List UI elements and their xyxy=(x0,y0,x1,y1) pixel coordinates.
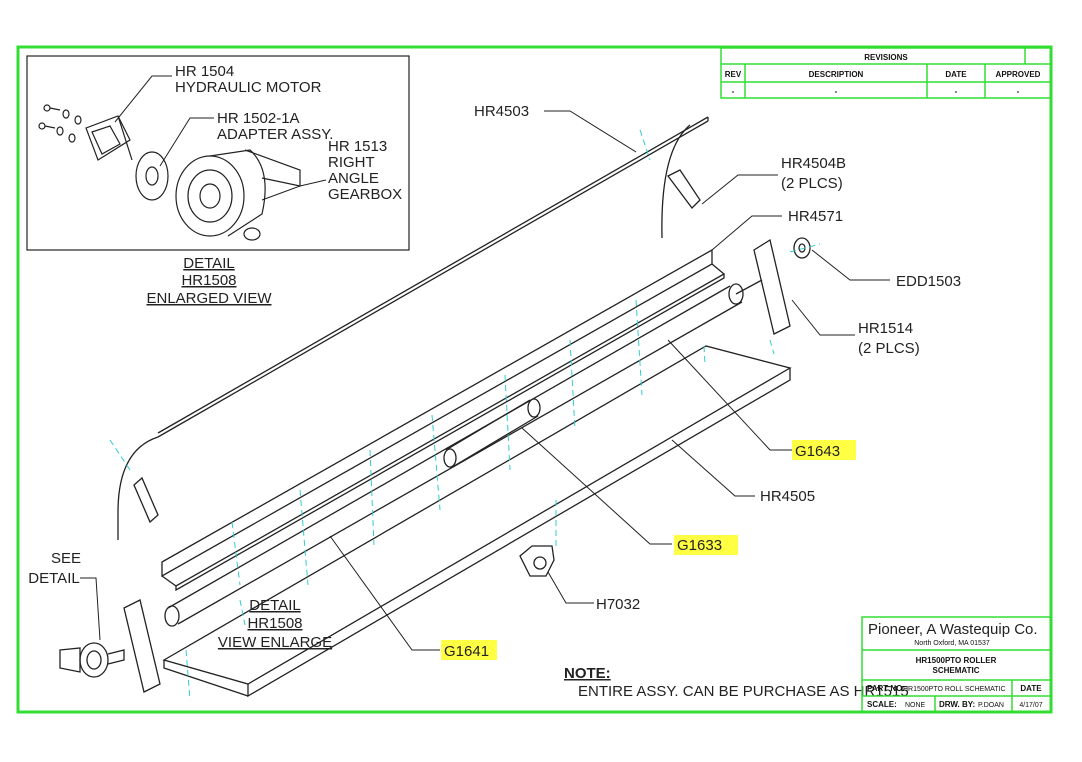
approved-header: APPROVED xyxy=(996,70,1041,79)
see-detail-2: DETAIL xyxy=(28,570,79,587)
gearbox-part: HR 1513 xyxy=(328,138,387,155)
centerlines xyxy=(109,129,821,701)
adapter-part: HR 1502-1A xyxy=(217,110,300,127)
date-value: 4/17/07 xyxy=(1019,702,1042,709)
drawn-by-value: P.DOAN xyxy=(978,702,1004,709)
gearbox-line2: ANGLE xyxy=(328,170,379,187)
gearbox-line3: GEARBOX xyxy=(328,186,402,203)
approved-cell: - xyxy=(1017,87,1020,96)
company-name: Pioneer, A Wastequip Co. xyxy=(868,621,1038,638)
title-block xyxy=(861,616,1052,713)
drawing-title-1: HR1500PTO ROLLER xyxy=(916,656,997,665)
rev-header: REV xyxy=(725,70,742,79)
main-assembly xyxy=(59,116,811,698)
detail2-caption-2: HR1508 xyxy=(247,615,302,632)
date-cell: - xyxy=(955,87,958,96)
scale-label: SCALE: xyxy=(867,700,897,709)
callout-hr4505: HR4505 xyxy=(760,488,815,505)
gearbox-line1: RIGHT xyxy=(328,154,375,171)
callout-leaders xyxy=(80,110,890,651)
description-cell: - xyxy=(835,87,838,96)
revisions-block xyxy=(720,47,1052,99)
callout-hr1514: HR1514 xyxy=(858,320,913,337)
detail-box xyxy=(26,55,410,251)
part-no-value: HR1500PTO ROLL SCHEMATIC xyxy=(903,686,1006,693)
g1643-highlight xyxy=(792,440,856,460)
detail-leaders xyxy=(114,75,327,201)
callout-h7032: H7032 xyxy=(596,596,640,613)
date-header: DATE xyxy=(945,70,967,79)
detail-drawing xyxy=(38,104,301,241)
note-text: ENTIRE ASSY. CAN BE PURCHASE AS HR1515 xyxy=(578,683,909,700)
motor-part: HR 1504 xyxy=(175,63,234,80)
scale-value: NONE xyxy=(905,702,926,709)
note-title: NOTE: xyxy=(564,665,611,682)
company-address: North Oxford, MA 01537 xyxy=(914,640,990,647)
callout-hr4503: HR4503 xyxy=(474,103,529,120)
g1641-highlight xyxy=(441,640,497,660)
detail-caption-3: ENLARGED VIEW xyxy=(146,290,272,307)
revisions-title: REVISIONS xyxy=(864,53,908,62)
callout-g1633: G1633 xyxy=(677,537,722,554)
drawn-by-label: DRW. BY: xyxy=(939,700,975,709)
callout-hr4571: HR4571 xyxy=(788,208,843,225)
detail-caption-2: HR1508 xyxy=(181,272,236,289)
see-detail-1: SEE xyxy=(51,550,81,567)
callout-g1643: G1643 xyxy=(795,443,840,460)
callout-edd1503: EDD1503 xyxy=(896,273,961,290)
date-label: DATE xyxy=(1020,684,1042,693)
g1633-highlight xyxy=(674,535,738,555)
description-header: DESCRIPTION xyxy=(809,70,864,79)
adapter-name: ADAPTER ASSY. xyxy=(217,126,333,143)
detail-caption-1: DETAIL xyxy=(183,255,234,272)
detail2-caption-3: VIEW ENLARGE xyxy=(218,634,332,651)
rev-cell: - xyxy=(732,87,735,96)
part-no-label: PART NO. xyxy=(867,684,905,693)
callout-hr4504b: HR4504B xyxy=(781,155,846,172)
drawing-title-2: SCHEMATIC xyxy=(933,666,980,675)
callout-hr1514-qty: (2 PLCS) xyxy=(858,340,920,357)
detail2-caption-1: DETAIL xyxy=(249,597,300,614)
callout-g1641: G1641 xyxy=(444,643,489,660)
motor-name: HYDRAULIC MOTOR xyxy=(175,79,322,96)
sheet-border xyxy=(16,45,1053,714)
callout-hr4504b-qty: (2 PLCS) xyxy=(781,175,843,192)
